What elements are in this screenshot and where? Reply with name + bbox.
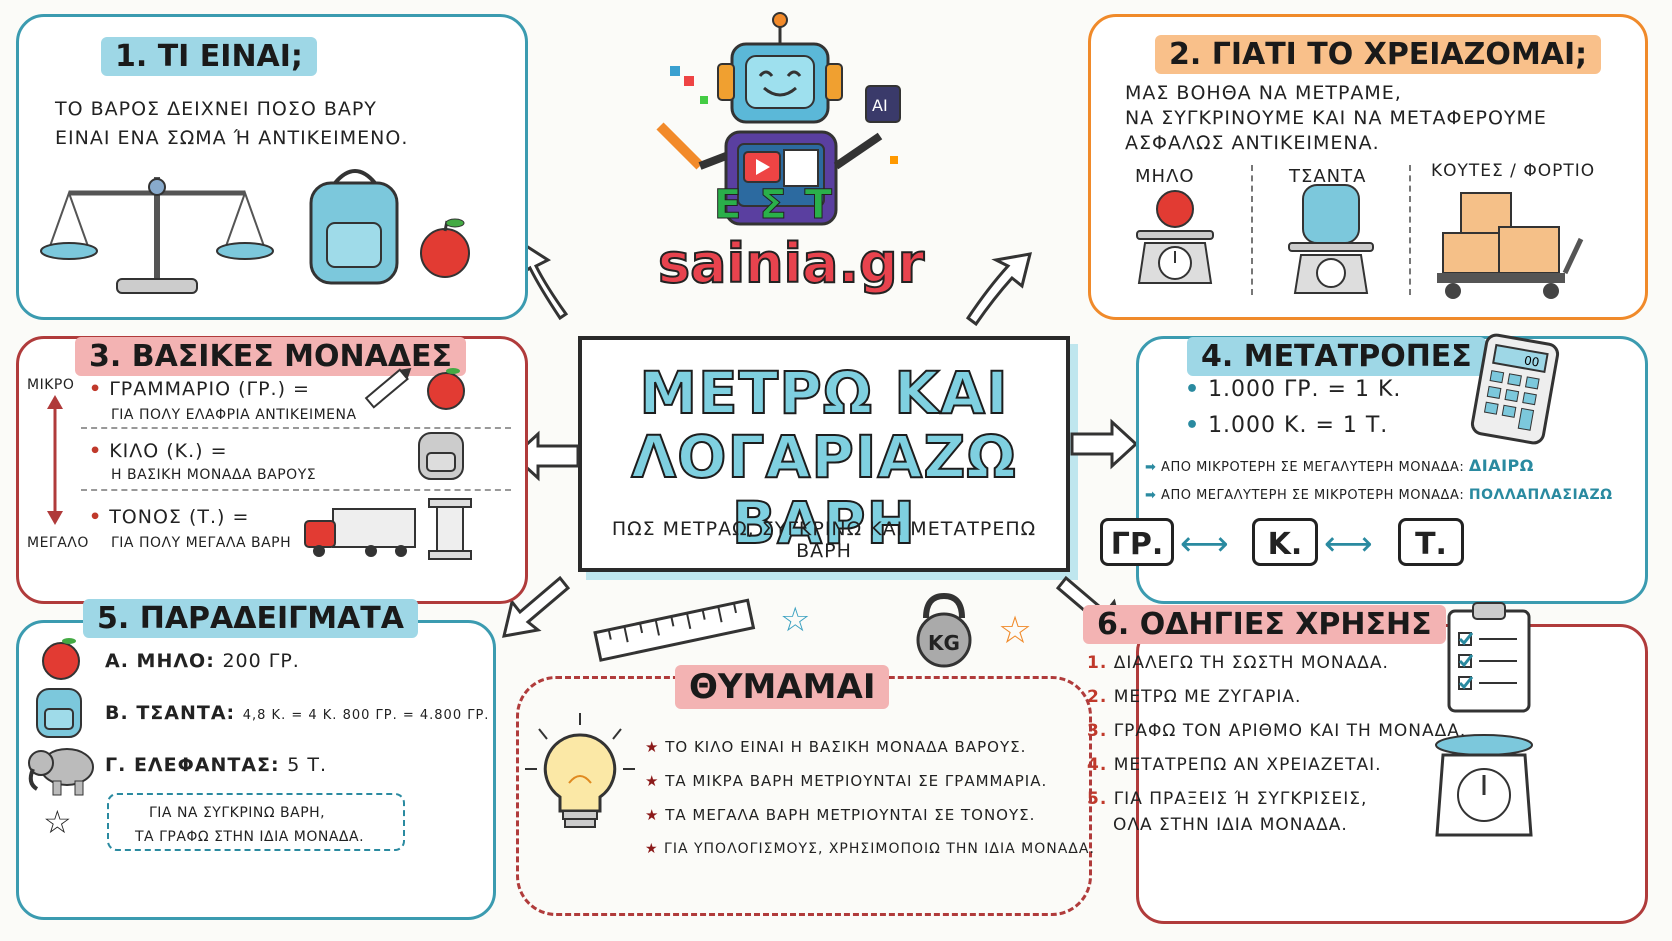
- panel-why-needed: 2. ΓΙΑΤΙ ΤΟ ΧΡΕΙΑΖΟΜΑΙ; ΜΑΣ ΒΟΗΘΑ ΝΑ ΜΕΤ…: [1088, 14, 1648, 320]
- double-arrow-icon: [47, 395, 63, 525]
- star-icon: ☆: [998, 608, 1033, 652]
- unit-kilo: • ΚΙΛΟ (Κ.) =: [89, 440, 228, 462]
- balance-scale-icon: [40, 177, 274, 294]
- remember-1: ★ ΤΟ ΚΙΛΟ ΕΙΝΑΙ Η ΒΑΣΙΚΗ ΜΟΝΑΔΑ ΒΑΡΟΥΣ.: [645, 738, 1027, 756]
- apple-icon: [42, 638, 80, 680]
- ruler-icon: [593, 598, 756, 662]
- main-title-line1: ΜΕΤΡΩ ΚΑΙ: [638, 359, 1009, 427]
- p2-line2: ΝΑ ΣΥΓΚΡΙΝΟΥΜΕ ΚΑΙ ΝΑ ΜΕΤΑΦΕΡΟΥΜΕ: [1125, 107, 1547, 129]
- unit-gram-desc: ΓΙΑ ΠΟΛΥ ΕΛΑΦΡΙΑ ΑΝΤΙΚΕΙΜΕΝΑ: [111, 407, 357, 423]
- remember-4: ★ ΓΙΑ ΥΠΟΛΟΓΙΣΜΟΥΣ, ΧΡΗΣΙΜΟΠΟΙΩ ΤΗΝ ΙΔΙΑ…: [645, 841, 1095, 857]
- apple-icon: [420, 218, 470, 278]
- scale-label-big: ΜΕΓΑΛΟ: [27, 535, 89, 551]
- star-icon: ☆: [43, 803, 72, 841]
- panel-title: 3. ΒΑΣΙΚΕΣ ΜΟΝΑΔΕΣ: [75, 337, 467, 376]
- p2-line1: ΜΑΣ ΒΟΗΘΑ ΝΑ ΜΕΤΡΑΜΕ,: [1125, 82, 1402, 104]
- unit-ton-desc: ΓΙΑ ΠΟΛΥ ΜΕΓΑΛΑ ΒΑΡΗ: [111, 535, 292, 551]
- apple-icon: [427, 368, 465, 410]
- step-2: 2. ΜΕΤΡΩ ΜΕ ΖΥΓΑΡΙΑ.: [1087, 687, 1302, 707]
- main-subtitle: ΠΩΣ ΜΕΤΡΑΩ, ΣΥΓΚΡΙΝΩ ΚΑΙ ΜΕΤΑΤΡΕΠΩ ΒΑΡΗ: [611, 518, 1037, 562]
- panel-conversions: 4. ΜΕΤΑΤΡΟΠΕΣ • 1.000 ΓΡ. = 1 Κ. • 1.000…: [1136, 333, 1648, 604]
- kettlebell-icon: KG: [916, 592, 972, 668]
- double-arrow-icon: ⟷: [1324, 524, 1373, 564]
- step-5-cont: ΟΛΑ ΣΤΗΝ ΙΔΙΑ ΜΟΝΑΔΑ.: [1113, 815, 1348, 835]
- cart-with-boxes-icon: [1437, 192, 1584, 299]
- step-1: 1. ΔΙΑΛΕΓΩ ΤΗ ΣΩΣΤΗ ΜΟΝΑΔΑ.: [1087, 653, 1389, 673]
- star-icon: ☆: [780, 600, 811, 640]
- step-3: 3. ΓΡΑΦΩ ΤΟΝ ΑΡΙΘΜΟ ΚΑΙ ΤΗ ΜΟΝΑΔΑ.: [1087, 721, 1467, 741]
- brand-name[interactable]: sainia.gr: [657, 231, 925, 296]
- conversion-2: • 1.000 Κ. = 1 Τ.: [1185, 413, 1389, 438]
- unit-box-kilo: Κ.: [1252, 518, 1318, 566]
- scale-label-small: ΜΙΚΡΟ: [27, 377, 75, 393]
- unit-box-ton: Τ.: [1398, 518, 1464, 566]
- unit-ton: • ΤΟΝΟΣ (Τ.) =: [89, 506, 250, 528]
- robot-icon: AI: [656, 12, 901, 226]
- panel-title: ΘΥΜΑΜΑΙ: [675, 665, 890, 709]
- panel-basic-units: 3. ΒΑΣΙΚΕΣ ΜΟΝΑΔΕΣ ΜΙΚΡΟ ΜΕΓΑΛΟ • ΓΡΑΜΜΑ…: [16, 336, 528, 604]
- unit-kilo-desc: Η ΒΑΣΙΚΗ ΜΟΝΑΔΑ ΒΑΡΟΥΣ: [111, 467, 317, 483]
- arrow-to-p2: [965, 252, 1033, 327]
- panel-title: 5. ΠΑΡΑΔΕΙΓΜΑΤΑ: [83, 599, 418, 638]
- clipboard-icon: [1447, 602, 1531, 713]
- svg-text:AI: AI: [872, 96, 888, 115]
- backpack-icon: [36, 688, 82, 738]
- conversion-1: • 1.000 ΓΡ. = 1 Κ.: [1185, 377, 1402, 402]
- note-line1: ΓΙΑ ΝΑ ΣΥΓΚΡΙΝΩ ΒΑΡΗ,: [149, 805, 326, 821]
- main-title-line2: ΛΟΓΑΡΙΑΖΩ ΒΑΡΗ: [630, 423, 1017, 557]
- lightbulb-icon: [525, 713, 635, 828]
- backpack-icon: [309, 169, 399, 285]
- panel-title: 4. ΜΕΤΑΤΡΟΠΕΣ: [1187, 337, 1486, 376]
- panel-what-is: 1. ΤΙ ΕΙΝΑΙ; ΤΟ ΒΑΡΟΣ ΔΕΙΧΝΕΙ ΠΟΣΟ ΒΑΡΥ …: [16, 14, 528, 320]
- rule-big-to-small: ➡ ΑΠΟ ΜΕΓΑΛΥΤΕΡΗ ΣΕ ΜΙΚΡΟΤΕΡΗ ΜΟΝΑΔΑ: ΠΟ…: [1145, 487, 1613, 503]
- backpack-icon: [418, 432, 464, 480]
- logo-letters: ΕΣΤ: [714, 182, 850, 229]
- pencil-icon: [364, 367, 412, 409]
- panel-examples: 5. ΠΑΡΑΔΕΙΓΜΑΤΑ Α. ΜΗΛΟ: 200 ΓΡ. Β. ΤΣΑΝ…: [16, 599, 496, 920]
- example-bag: Β. ΤΣΑΝΤΑ: 4,8 Κ. = 4 Κ. 800 ΓΡ. = 4.800…: [105, 702, 490, 724]
- panel-title: 1. ΤΙ ΕΙΝΑΙ;: [101, 37, 317, 76]
- unit-gram: • ΓΡΑΜΜΑΡΙΟ (ΓΡ.) =: [89, 378, 310, 400]
- logo: AI ΕΣΤ sainia.gr: [640, 6, 940, 306]
- main-title-box: ΜΕΤΡΩ ΚΑΙ ΛΟΓΑΡΙΑΖΩ ΒΑΡΗ ΠΩΣ ΜΕΤΡΑΩ, ΣΥΓ…: [578, 336, 1070, 572]
- p1-line2: ΕΙΝΑΙ ΕΝΑ ΣΩΜΑ Ή ΑΝΤΙΚΕΙΜΕΝΟ.: [55, 127, 409, 149]
- rule-small-to-big: ➡ ΑΠΟ ΜΙΚΡΟΤΕΡΗ ΣΕ ΜΕΓΑΛΥΤΕΡΗ ΜΟΝΑΔΑ: ΔΙ…: [1145, 456, 1534, 475]
- panel-title: 2. ΓΙΑΤΙ ΤΟ ΧΡΕΙΑΖΟΜΑΙ;: [1155, 35, 1602, 74]
- panel-instructions: 6. ΟΔΗΓΙΕΣ ΧΡΗΣΗΣ 1. ΔΙΑΛΕΓΩ ΤΗ ΣΩΣΤΗ ΜΟ…: [1083, 602, 1648, 924]
- p2-col-apple: ΜΗΛΟ: [1135, 166, 1195, 187]
- panel-remember: ΘΥΜΑΜΑΙ ★ ΤΟ ΚΙΛΟ ΕΙΝΑΙ Η ΒΑΣΙΚΗ ΜΟΝΑΔΑ …: [516, 665, 1095, 916]
- arrow-to-p4: [1070, 418, 1139, 470]
- example-apple: Α. ΜΗΛΟ: 200 ΓΡ.: [105, 650, 300, 672]
- p1-line1: ΤΟ ΒΑΡΟΣ ΔΕΙΧΝΕΙ ΠΟΣΟ ΒΑΡΥ: [55, 98, 377, 120]
- remember-3: ★ ΤΑ ΜΕΓΑΛΑ ΒΑΡΗ ΜΕΤΡΙΟΥΝΤΑΙ ΣΕ ΤΟΝΟΥΣ.: [645, 806, 1036, 824]
- calculator-icon: 00: [1470, 333, 1560, 445]
- truck-icon: [304, 508, 416, 557]
- step-5: 5. ΓΙΑ ΠΡΑΞΕΙΣ Ή ΣΥΓΚΡΙΣΕΙΣ,: [1087, 789, 1368, 809]
- unit-box-gram: ΓΡ.: [1100, 518, 1174, 566]
- p2-line3: ΑΣΦΑΛΩΣ ΑΝΤΙΚΕΙΜΕΝΑ.: [1125, 132, 1380, 154]
- example-elephant: Γ. ΕΛΕΦΑΝΤΑΣ: 5 Τ.: [105, 754, 328, 776]
- column-icon: [428, 498, 472, 560]
- note-line2: ΤΑ ΓΡΑΦΩ ΣΤΗΝ ΙΔΙΑ ΜΟΝΑΔΑ.: [135, 829, 365, 845]
- p2-col-bag: ΤΣΑΝΤΑ: [1289, 166, 1367, 187]
- kitchen-scale-icon: [1435, 734, 1533, 837]
- kitchen-scale-bag-icon: [1288, 184, 1374, 294]
- panel-title: 6. ΟΔΗΓΙΕΣ ΧΡΗΣΗΣ: [1083, 605, 1446, 644]
- note-box: ΓΙΑ ΝΑ ΣΥΓΚΡΙΝΩ ΒΑΡΗ, ΤΑ ΓΡΑΦΩ ΣΤΗΝ ΙΔΙΑ…: [107, 793, 405, 851]
- kitchen-scale-apple-icon: [1136, 190, 1214, 284]
- elephant-icon: [28, 748, 94, 796]
- double-arrow-icon: ⟷: [1180, 524, 1229, 564]
- remember-2: ★ ΤΑ ΜΙΚΡΑ ΒΑΡΗ ΜΕΤΡΙΟΥΝΤΑΙ ΣΕ ΓΡΑΜΜΑΡΙΑ…: [645, 772, 1048, 790]
- step-4: 4. ΜΕΤΑΤΡΕΠΩ ΑΝ ΧΡΕΙΑΖΕΤΑΙ.: [1087, 755, 1382, 775]
- p2-col-boxes: ΚΟΥΤΕΣ / ΦΟΡΤΙΟ: [1431, 161, 1596, 181]
- svg-text:00: 00: [1523, 353, 1540, 369]
- svg-text:KG: KG: [928, 631, 960, 655]
